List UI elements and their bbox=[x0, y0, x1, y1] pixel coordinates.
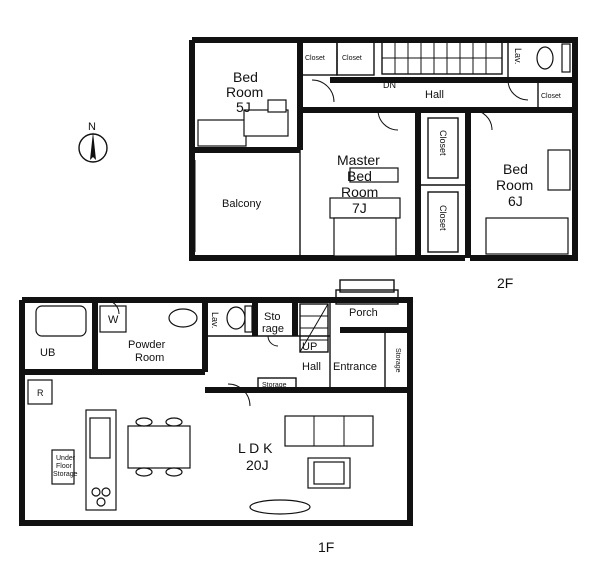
room-label-bedroom5-line3: 5J bbox=[236, 99, 251, 115]
floor-label-1f: 1F bbox=[318, 539, 334, 555]
room-label-ub: UB bbox=[40, 347, 55, 359]
room-label-master-line1: Master bbox=[337, 152, 380, 168]
room-label-w: W bbox=[108, 314, 119, 326]
room-label-r: R bbox=[37, 388, 44, 398]
room-label-storage-side: Storage bbox=[394, 348, 401, 373]
second-floor-stairs bbox=[381, 41, 503, 75]
second-floor: Bed Room 5J Master Bed Room 7J Bed Room … bbox=[189, 37, 578, 291]
room-label-powder-line2: Room bbox=[135, 352, 164, 364]
room-label-under-floor-line3: Storage bbox=[53, 471, 78, 478]
room-label-bedroom6-line1: Bed bbox=[503, 161, 528, 177]
room-label-porch: Porch bbox=[349, 307, 378, 319]
first-floor: L D K 20J Powder Room UB W R Lav. Sto ra… bbox=[19, 279, 413, 555]
porch-steps bbox=[335, 279, 399, 305]
room-label-master-line4: 7J bbox=[352, 200, 367, 216]
room-label-closet-3: Closet bbox=[541, 93, 561, 100]
room-label-closet-vertical-1: Closet bbox=[438, 130, 448, 156]
room-label-entrance: Entrance bbox=[333, 361, 377, 373]
room-label-storage-top-line1: Sto bbox=[264, 311, 281, 323]
room-label-storage-small: Storage bbox=[262, 382, 287, 389]
room-label-closet-1: Closet bbox=[305, 55, 325, 62]
compass-north-label: N bbox=[88, 121, 96, 133]
first-floor-stairs bbox=[299, 303, 329, 353]
floor-label-2f: 2F bbox=[497, 275, 513, 291]
room-label-hall-1f: Hall bbox=[302, 361, 321, 373]
stairs-dn-label: DN bbox=[383, 80, 396, 90]
room-label-bedroom6-line2: Room bbox=[496, 177, 533, 193]
room-label-ldk-line1: L D K bbox=[238, 440, 273, 456]
room-label-master-line3: Room bbox=[341, 184, 378, 200]
room-label-storage-top-line2: rage bbox=[262, 323, 284, 335]
room-label-under-floor-line1: Under bbox=[56, 455, 76, 462]
stairs-up-label: UP bbox=[302, 341, 317, 353]
room-label-under-floor-line2: Floor bbox=[56, 463, 73, 470]
room-label-closet-vertical-2: Closet bbox=[438, 205, 448, 231]
room-label-master-line2: Bed bbox=[347, 168, 372, 184]
room-label-bedroom6-line3: 6J bbox=[508, 193, 523, 209]
room-label-closet-2: Closet bbox=[342, 55, 362, 62]
room-label-powder-line1: Powder bbox=[128, 339, 166, 351]
room-label-hall-2f: Hall bbox=[425, 89, 444, 101]
room-label-lav-1f: Lav. bbox=[210, 312, 220, 328]
room-label-bedroom5-line2: Room bbox=[226, 84, 263, 100]
room-label-ldk-line2: 20J bbox=[246, 457, 269, 473]
room-label-bedroom5-line1: Bed bbox=[233, 69, 258, 85]
compass: N bbox=[78, 121, 108, 163]
room-label-lav-2f: Lav. bbox=[513, 48, 523, 64]
room-label-balcony: Balcony bbox=[222, 198, 262, 210]
